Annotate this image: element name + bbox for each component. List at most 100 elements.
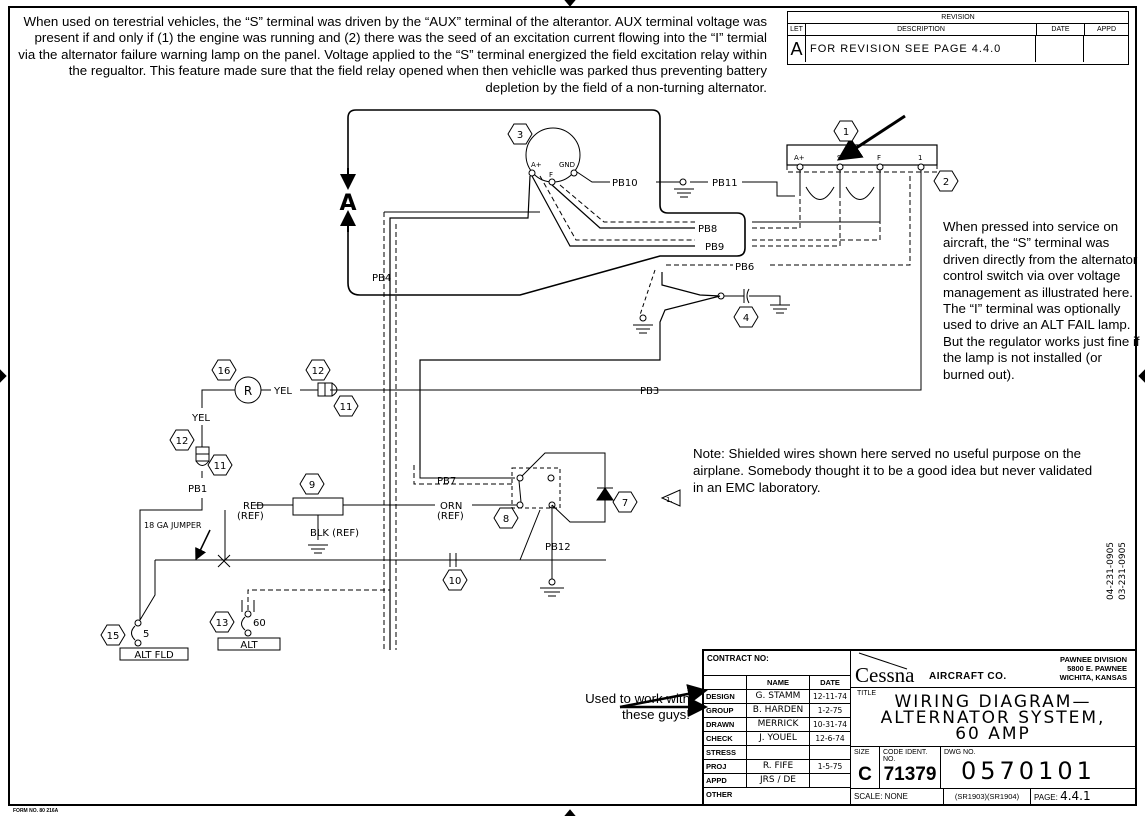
title-line-2: ALTERNATOR SYSTEM, bbox=[880, 708, 1106, 728]
row-date bbox=[810, 746, 850, 759]
revision-block: REVISION LET DESCRIPTION DATE APPD A FOR… bbox=[787, 11, 1129, 65]
top-annotation: When used on terestrial vehicles, the “S… bbox=[18, 14, 767, 95]
revision-header: REVISION bbox=[788, 12, 1128, 24]
resistor-symbol bbox=[292, 497, 344, 516]
callout-11a bbox=[333, 395, 359, 417]
signoff-row-stress: STRESS bbox=[704, 746, 850, 760]
wire-orn: ORN bbox=[440, 501, 462, 512]
note-flag-label: 1. bbox=[666, 496, 673, 504]
sheet-center-mark-right bbox=[1138, 369, 1145, 383]
division-name: PAWNEE DIVISION bbox=[1060, 655, 1127, 664]
wire-pb6: PB6 bbox=[735, 262, 754, 273]
callout-2-label: 2 bbox=[943, 177, 949, 188]
callout-7 bbox=[612, 491, 638, 513]
title-line-1: WIRING DIAGRAM— bbox=[894, 692, 1092, 712]
row-date: 12-6-74 bbox=[815, 734, 845, 743]
signoff-row-check: CHECK J. YOUEL 12-6-74 bbox=[704, 732, 850, 746]
alt-terminal-f bbox=[548, 178, 556, 186]
note-flag-1 bbox=[660, 489, 681, 507]
callout-15 bbox=[100, 624, 126, 646]
contract-label: CONTRACT NO: bbox=[704, 651, 850, 676]
sheet-center-mark-top bbox=[564, 0, 576, 7]
rev-desc: FOR REVISION SEE PAGE 4.4.0 bbox=[806, 36, 1036, 62]
off-page-connector-a: A bbox=[339, 191, 356, 216]
callout-10-label: 10 bbox=[449, 576, 462, 587]
wire-pb3: PB3 bbox=[640, 386, 659, 397]
division-address2: WICHITA, KANSAS bbox=[1059, 673, 1127, 682]
callout-15-label: 15 bbox=[107, 631, 120, 642]
division-address1: 5800 E. PAWNEE bbox=[1067, 664, 1127, 673]
row-label: GROUP bbox=[704, 704, 747, 717]
diode-symbol bbox=[596, 487, 614, 501]
row-name: JRS / DE bbox=[747, 774, 810, 787]
date-header: DATE bbox=[820, 678, 840, 687]
wire-pb7: PB7 bbox=[437, 476, 456, 487]
callout-9-label: 9 bbox=[309, 480, 315, 491]
company-suffix: AIRCRAFT CO. bbox=[929, 671, 1007, 682]
callout-9 bbox=[299, 473, 325, 495]
alt-box bbox=[217, 637, 281, 651]
row-name bbox=[747, 746, 810, 759]
other-label: OTHER bbox=[706, 790, 733, 799]
row-name: MERRICK bbox=[747, 718, 810, 731]
callout-12b bbox=[169, 429, 195, 451]
scale-value: SCALE: NONE bbox=[851, 789, 944, 804]
signoff-row-appd: APPD JRS / DE bbox=[704, 774, 850, 788]
right-annotation: When pressed into service on aircraft, t… bbox=[943, 219, 1140, 382]
callout-hexes bbox=[100, 120, 959, 646]
wire-pb8: PB8 bbox=[698, 224, 717, 235]
side-code-1: 04-231-0905 bbox=[1106, 541, 1116, 600]
name-header: NAME bbox=[747, 676, 810, 689]
alt-label-a: A+ bbox=[531, 161, 542, 169]
row-date: 12-11-74 bbox=[812, 692, 848, 701]
callout-1-label: 1 bbox=[843, 127, 849, 138]
alt-label: ALT bbox=[240, 640, 258, 651]
rev-col-let: LET bbox=[788, 24, 806, 35]
size-label: SIZE bbox=[854, 749, 870, 756]
callout-3-label: 3 bbox=[517, 130, 523, 141]
callout-3 bbox=[507, 123, 533, 145]
callout-8 bbox=[493, 507, 519, 529]
guys-annotation: Used to work with these guys! bbox=[585, 691, 690, 723]
page-value: 4.4.1 bbox=[1060, 789, 1091, 803]
callout-8-label: 8 bbox=[503, 514, 509, 525]
rev-date bbox=[1036, 36, 1084, 62]
code-ident-value: 71379 bbox=[883, 764, 937, 785]
callout-4 bbox=[733, 306, 759, 328]
wire-blk: BLK (REF) bbox=[310, 528, 359, 539]
size-value: C bbox=[858, 764, 872, 785]
rev-let: A bbox=[788, 36, 806, 62]
row-label: STRESS bbox=[704, 746, 747, 759]
lamp-label: R bbox=[244, 384, 252, 398]
callout-11b bbox=[207, 454, 233, 476]
shield-annotation: Note: Shielded wires shown here served n… bbox=[693, 446, 1093, 495]
sr-numbers: (SR1903)(SR1904) bbox=[944, 789, 1031, 804]
pointer-arrow-design bbox=[619, 684, 708, 709]
row-name: J. YOUEL bbox=[747, 732, 810, 745]
alt-label-gnd: GND bbox=[559, 161, 575, 169]
callout-12a bbox=[305, 359, 331, 381]
company-header: Cessna AIRCRAFT CO. PAWNEE DIVISION 5800… bbox=[851, 651, 1135, 688]
regulator-box bbox=[786, 144, 938, 166]
callout-10 bbox=[442, 569, 468, 591]
callout-4-label: 4 bbox=[743, 313, 749, 324]
callout-16-label: 16 bbox=[218, 366, 231, 377]
wire-pb4: PB4 bbox=[372, 273, 391, 284]
company-logo: Cessna bbox=[855, 663, 915, 687]
reg-label-a: A+ bbox=[794, 154, 805, 162]
wire-pb10: PB10 bbox=[612, 178, 638, 189]
alt-terminal-gnd bbox=[570, 169, 578, 177]
sheet-center-mark-bottom bbox=[564, 809, 576, 816]
signoff-row-group: GROUP B. HARDEN 1-2-75 bbox=[704, 704, 850, 718]
reg-label-1: 1 bbox=[918, 154, 922, 162]
wire-pb1: PB1 bbox=[188, 484, 207, 495]
row-label: CHECK bbox=[704, 732, 747, 745]
rev-col-desc: DESCRIPTION bbox=[806, 24, 1037, 35]
callout-1 bbox=[833, 120, 859, 142]
callout-2 bbox=[933, 170, 959, 192]
reg-label-f: F bbox=[877, 154, 881, 162]
signoff-row-design: DESIGN G. STAMM 12-11-74 bbox=[704, 690, 850, 704]
callout-13-label: 13 bbox=[216, 618, 229, 629]
sheet-center-mark-left bbox=[0, 369, 7, 383]
